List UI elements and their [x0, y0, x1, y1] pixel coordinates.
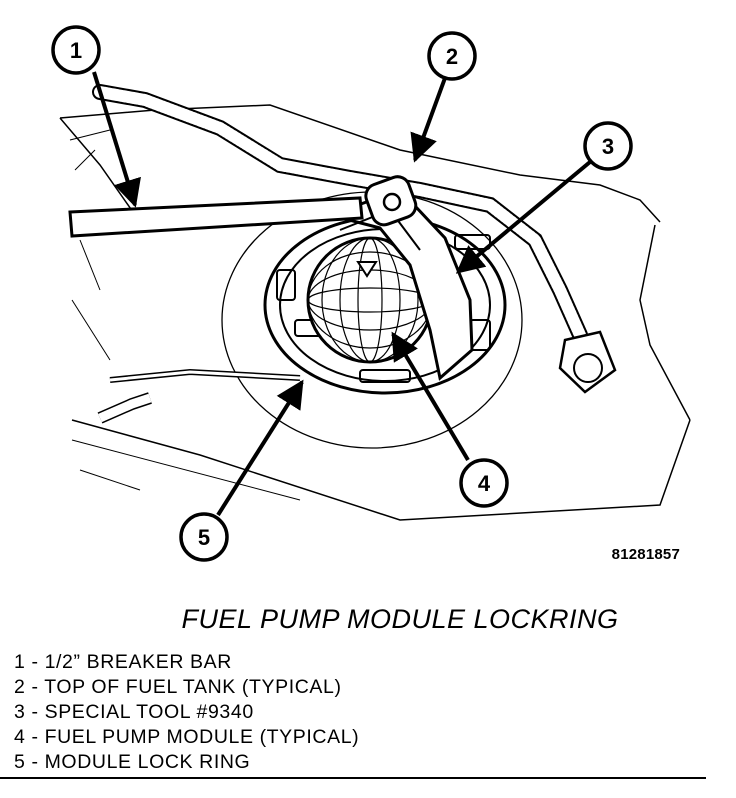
- figure-caption: FUEL PUMP MODULE LOCKRING: [181, 604, 619, 634]
- callout-number: 4: [478, 471, 491, 496]
- drawing-number: 81281857: [611, 546, 680, 563]
- lockring-illustration: 1 2 3 4 5: [51, 25, 691, 562]
- legend-text: SPECIAL TOOL #9340: [44, 701, 254, 723]
- callout-5: 5: [179, 512, 229, 562]
- legend-number: 1: [14, 651, 26, 673]
- leader-line-5: [216, 379, 304, 517]
- legend-item: 2 - TOP OF FUEL TANK (TYPICAL): [14, 676, 342, 698]
- legend-item: 4 - FUEL PUMP MODULE (TYPICAL): [14, 726, 360, 748]
- callout-number: 1: [70, 38, 82, 63]
- legend-text: MODULE LOCK RING: [44, 751, 251, 773]
- callout-2: 2: [427, 31, 477, 81]
- callout-3: 3: [583, 121, 633, 171]
- callout-number: 2: [446, 44, 458, 69]
- fuel-line: [97, 368, 301, 424]
- leader-lines: [92, 71, 592, 517]
- fuel-tank-outline: [59, 104, 691, 521]
- legend-number: 4: [14, 726, 26, 748]
- leader-line-2: [410, 77, 447, 163]
- parts-legend: 1 - 1/2” BREAKER BAR 2 - TOP OF FUEL TAN…: [14, 650, 359, 775]
- bottom-rule: [0, 777, 706, 779]
- legend-item: 1 - 1/2” BREAKER BAR: [14, 651, 232, 673]
- callout-number: 5: [198, 525, 210, 550]
- breaker-bar: [68, 175, 418, 238]
- legend-text: 1/2” BREAKER BAR: [44, 651, 232, 673]
- leader-line-3: [455, 160, 592, 274]
- legend-number: 2: [14, 676, 26, 698]
- legend-item: 3 - SPECIAL TOOL #9340: [14, 701, 254, 723]
- callout-4: 4: [459, 458, 509, 508]
- legend-number: 3: [14, 701, 26, 723]
- callout-1: 1: [51, 25, 101, 75]
- legend-item: 5 - MODULE LOCK RING: [14, 751, 251, 773]
- legend-text: TOP OF FUEL TANK (TYPICAL): [44, 676, 342, 698]
- legend-text: FUEL PUMP MODULE (TYPICAL): [44, 726, 360, 748]
- leader-line-4: [391, 331, 470, 462]
- legend-number: 5: [14, 751, 26, 773]
- leader-line-1: [92, 71, 141, 208]
- callout-number: 3: [602, 134, 614, 159]
